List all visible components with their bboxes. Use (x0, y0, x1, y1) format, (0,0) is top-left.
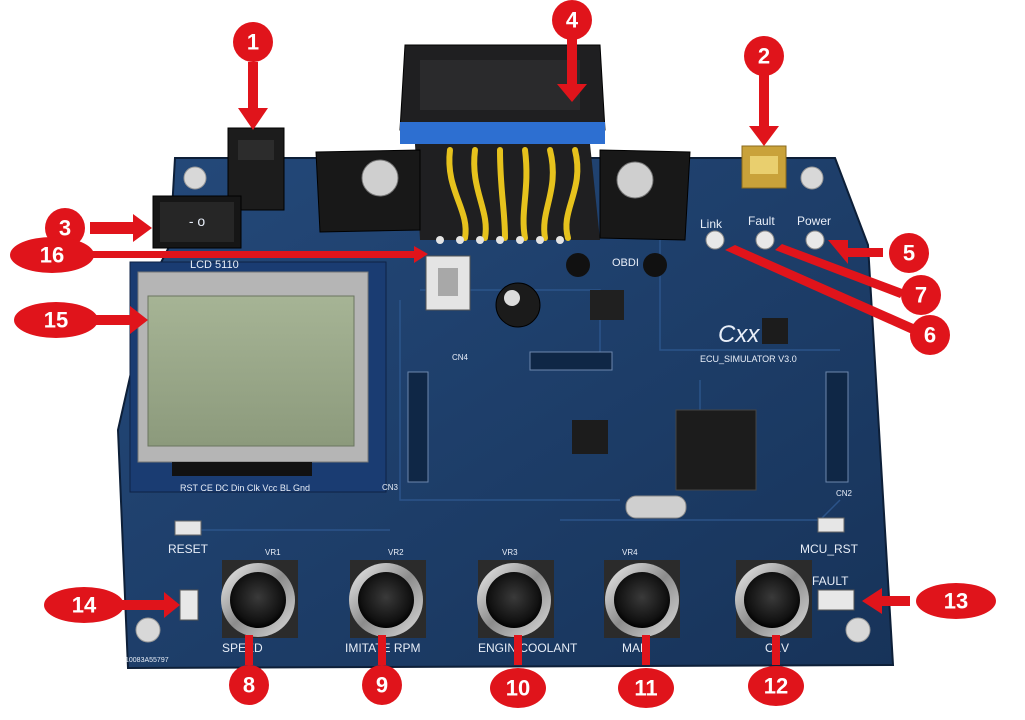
svg-text:7: 7 (915, 283, 927, 308)
callout-8: 8 (229, 665, 269, 705)
label-link: Link (700, 217, 723, 231)
callout-6: 6 (910, 315, 950, 355)
callout-2: 2 (744, 36, 784, 76)
svg-text:2: 2 (758, 44, 770, 69)
led-fault (755, 230, 775, 250)
mcu-chip (675, 409, 757, 491)
label-fault-led: Fault (748, 214, 775, 228)
callout-13: 13 (916, 583, 996, 619)
callout-arrows (84, 34, 918, 665)
svg-text:12: 12 (764, 674, 788, 699)
callout-10: 10 (490, 668, 546, 708)
reset-button[interactable] (174, 520, 202, 536)
ic-chip (572, 420, 608, 454)
label-vr3: VR3 (502, 548, 518, 557)
capacitor (566, 253, 590, 277)
label-cn4: CN4 (452, 353, 469, 362)
svg-text:8: 8 (243, 673, 255, 698)
label-maf: MAF (622, 641, 647, 655)
electrolytic-capacitor (495, 282, 541, 328)
svg-text:13: 13 (944, 589, 968, 614)
sw2-button[interactable] (179, 589, 199, 621)
svg-text:11: 11 (634, 676, 657, 701)
mcu-reset-button[interactable] (817, 517, 845, 533)
fault-button[interactable] (817, 589, 855, 611)
callout-14: 14 (44, 587, 124, 623)
label-vr2: VR2 (388, 548, 404, 557)
label-ecu: ECU_SIMULATOR V3.0 (700, 354, 797, 364)
svg-text:9: 9 (376, 673, 388, 698)
led-power (805, 230, 825, 250)
label-power: Power (797, 214, 831, 228)
label-speed: SPEED (222, 641, 263, 655)
svg-text:16: 16 (40, 243, 64, 268)
inductor (590, 290, 624, 320)
svg-text:14: 14 (72, 593, 97, 618)
pin-header (407, 371, 429, 483)
rpm-knob[interactable] (349, 560, 426, 638)
svg-text:10: 10 (506, 676, 530, 701)
callout-12: 12 (748, 666, 804, 706)
label-obd: OBDI (612, 257, 639, 269)
obd-button[interactable] (425, 255, 471, 311)
led-link (705, 230, 725, 250)
pin-header (529, 351, 613, 371)
mount-hole (800, 166, 824, 190)
mount-hole (135, 617, 161, 643)
crystal (625, 495, 687, 519)
label-cn3: CN3 (382, 483, 399, 492)
label-vr1: VR1 (265, 548, 281, 557)
mount-hole (183, 166, 207, 190)
svg-text:- o: - o (189, 213, 206, 229)
logo: Cxx (718, 321, 760, 348)
svg-text:5: 5 (903, 241, 915, 266)
svg-text:1: 1 (247, 30, 259, 55)
usb-port-icon (741, 145, 787, 189)
svg-text:3: 3 (59, 216, 71, 241)
svg-text:15: 15 (44, 308, 68, 333)
callout-5: 5 (889, 233, 929, 273)
label-mcu-rst: MCU_RST (800, 542, 859, 556)
label-cn2: CN2 (836, 489, 853, 498)
mount-hole (845, 617, 871, 643)
label-reset: RESET (168, 542, 209, 556)
dc-power-jack (227, 127, 285, 211)
pin-header (825, 371, 849, 483)
obd-connector-icon (315, 44, 691, 244)
label-vr4: VR4 (622, 548, 638, 557)
o1v-knob[interactable] (735, 560, 812, 638)
svg-text:4: 4 (566, 8, 579, 33)
callout-1: 1 (233, 22, 273, 62)
label-serial: 10083A55797 (125, 657, 169, 664)
label-engine: ENGIN COOLANT (478, 641, 578, 655)
callout-15: 15 (14, 302, 98, 338)
capacitor (643, 253, 667, 277)
lcd-module (129, 261, 387, 493)
label-lcd-pins: RST CE DC Din Clk Vcc BL Gnd (180, 483, 310, 493)
callout-7: 7 (901, 275, 941, 315)
label-fault-btn: FAULT (812, 574, 849, 588)
svg-text:6: 6 (924, 323, 936, 348)
label-lcd: LCD 5110 (190, 259, 239, 271)
callout-4: 4 (552, 0, 592, 40)
callout-9: 9 (362, 665, 402, 705)
coolant-knob[interactable] (477, 560, 554, 638)
power-switch[interactable]: - o (152, 195, 242, 249)
callout-11: 11 (618, 668, 674, 708)
callout-16: 16 (10, 237, 94, 273)
maf-knob[interactable] (604, 560, 680, 638)
ic-chip (762, 318, 788, 344)
speed-knob[interactable] (221, 560, 298, 638)
